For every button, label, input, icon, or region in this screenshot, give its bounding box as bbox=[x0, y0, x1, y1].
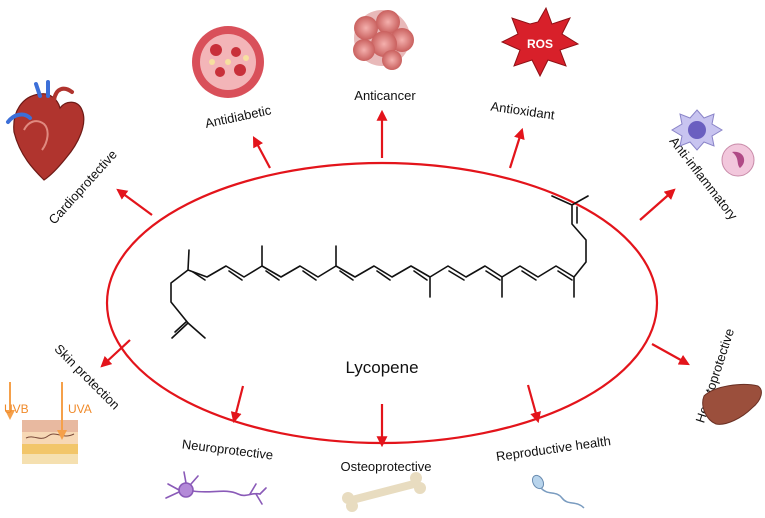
bone-icon bbox=[342, 472, 426, 512]
arrow-cardio bbox=[116, 188, 153, 216]
lycopene-structure bbox=[170, 195, 589, 339]
sperm-icon bbox=[531, 474, 585, 509]
tumor-cell-icon bbox=[353, 10, 414, 70]
skin-layers-icon bbox=[22, 420, 78, 464]
label-diabetic: Antidiabetic bbox=[204, 102, 273, 131]
arrow-neuro bbox=[230, 385, 245, 424]
ros-text: ROS bbox=[527, 37, 553, 51]
ros-burst-icon: ROS bbox=[500, 6, 580, 78]
arrow-repro bbox=[526, 384, 541, 424]
center-label: Lycopene bbox=[345, 358, 418, 377]
label-neuro: Neuroprotective bbox=[181, 436, 274, 462]
label-cancer: Anticancer bbox=[354, 88, 416, 103]
effect-arrows bbox=[100, 109, 690, 448]
immune-cells-icon bbox=[671, 109, 755, 177]
heart-icon bbox=[6, 80, 85, 181]
label-osteo: Osteoprotective bbox=[340, 459, 431, 474]
arrow-skin bbox=[100, 339, 131, 368]
neuron-icon bbox=[165, 471, 267, 505]
arrow-inflam bbox=[639, 188, 676, 221]
center-ellipse bbox=[105, 161, 659, 445]
arrow-diabetic bbox=[252, 136, 271, 169]
blood-vessel-icon bbox=[192, 26, 264, 98]
uva-label: UVA bbox=[68, 402, 92, 416]
arrow-oxidant bbox=[508, 127, 525, 169]
liver-icon bbox=[702, 383, 762, 425]
uvb-label: UVB bbox=[4, 402, 29, 416]
arrow-hepato bbox=[651, 343, 690, 366]
uv-arrows bbox=[5, 382, 67, 440]
label-oxidant: Antioxidant bbox=[490, 99, 556, 123]
label-repro: Reproductive health bbox=[495, 433, 612, 464]
